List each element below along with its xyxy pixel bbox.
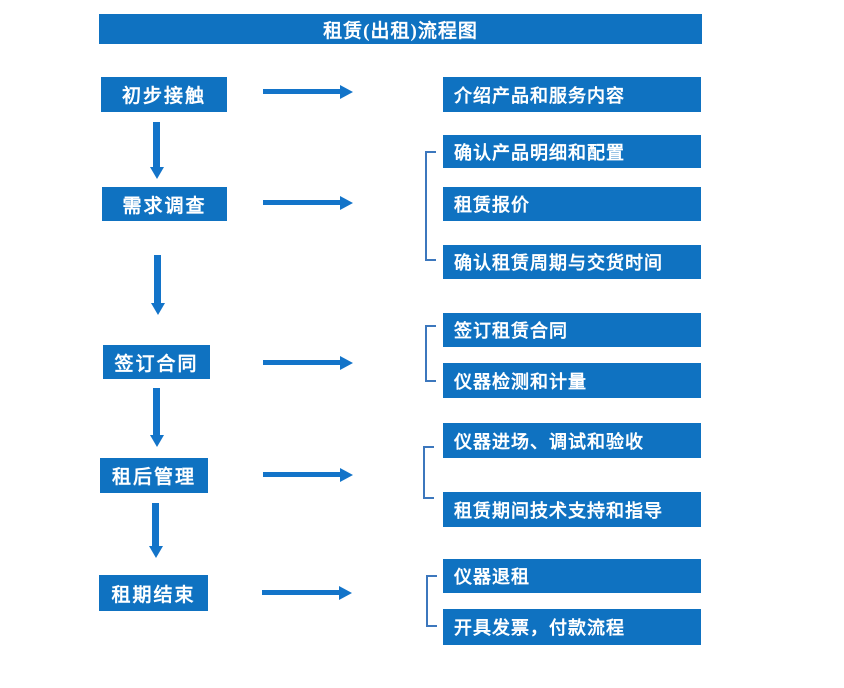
arrow-right-icon xyxy=(263,360,340,365)
detail-instrument-return: 仪器退租 xyxy=(443,559,701,593)
arrow-down-icon xyxy=(152,503,159,546)
step-post-rental-management: 租后管理 xyxy=(100,458,208,493)
detail-sign-rental-contract: 签订租赁合同 xyxy=(443,313,701,347)
arrow-right-icon xyxy=(263,472,340,477)
detail-instrument-testing: 仪器检测和计量 xyxy=(443,363,701,398)
step-sign-contract: 签订合同 xyxy=(103,345,210,379)
arrow-right-icon xyxy=(262,590,339,595)
arrow-down-icon xyxy=(153,388,160,435)
group-bracket xyxy=(426,575,437,627)
detail-confirm-period-delivery: 确认租赁周期与交货时间 xyxy=(443,245,701,279)
step-initial-contact: 初步接触 xyxy=(101,77,227,112)
detail-introduce-products: 介绍产品和服务内容 xyxy=(443,77,701,112)
detail-technical-support: 租赁期间技术支持和指导 xyxy=(443,492,701,527)
step-rental-end: 租期结束 xyxy=(99,575,208,611)
arrow-down-icon xyxy=(153,122,160,167)
step-demand-survey: 需求调查 xyxy=(102,187,227,221)
arrow-right-icon xyxy=(263,89,340,94)
arrow-down-icon xyxy=(154,255,161,303)
group-bracket xyxy=(425,325,436,382)
detail-instrument-setup-acceptance: 仪器进场、调试和验收 xyxy=(443,423,701,458)
detail-confirm-product-config: 确认产品明细和配置 xyxy=(443,135,701,168)
group-bracket xyxy=(425,151,436,261)
arrow-right-icon xyxy=(263,200,340,205)
detail-invoice-payment: 开具发票，付款流程 xyxy=(443,609,701,645)
detail-rental-quotation: 租赁报价 xyxy=(443,187,701,221)
group-bracket xyxy=(423,446,434,499)
diagram-title: 租赁(出租)流程图 xyxy=(99,14,702,44)
